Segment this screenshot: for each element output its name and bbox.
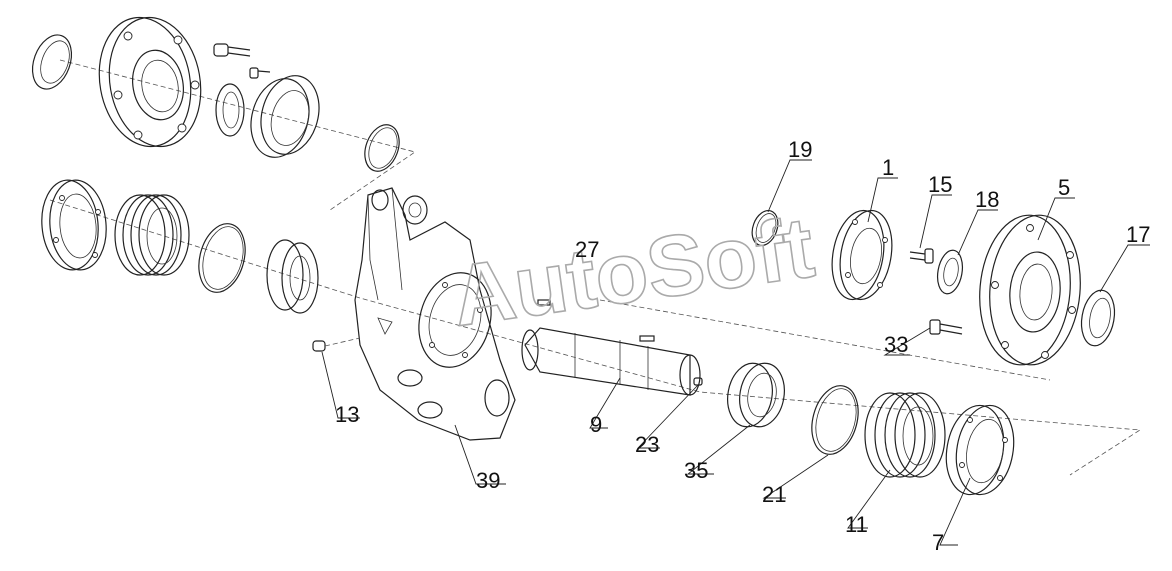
- part-brake-disc-left: [41, 179, 107, 271]
- callout-27: 27: [575, 237, 599, 262]
- callout-9: 9: [590, 412, 602, 437]
- part-friction-pack-left: [114, 194, 190, 276]
- callout-1: 1: [882, 155, 894, 180]
- part-friction-pack-11: [864, 392, 946, 478]
- part-o-ring-top: [364, 124, 400, 172]
- part-o-ring-left: [198, 223, 246, 293]
- callout-17: 17: [1126, 222, 1150, 247]
- callout-7: 7: [932, 530, 944, 555]
- part-lock-washer-top: [215, 83, 245, 137]
- part-seal-35: [727, 362, 785, 428]
- callout-5: 5: [1058, 175, 1070, 200]
- part-lock-washer-18: [936, 249, 964, 295]
- part-cover-1: [831, 209, 893, 301]
- watermark: AutoSoft: [447, 199, 820, 345]
- callout-35: 35: [684, 458, 708, 483]
- part-bolt-15: [909, 248, 934, 264]
- callout-11: 11: [845, 512, 868, 537]
- part-bolt-33: [929, 319, 963, 335]
- callout-13: 13: [335, 402, 359, 427]
- part-oil-seal-top-left: [31, 34, 73, 90]
- part-bearing-cup-top: [250, 75, 320, 158]
- part-seal-17: [1080, 289, 1116, 347]
- callout-labels: 1 5 7 9 11 13 15 17 18 19 21 23 27 33 35…: [335, 137, 1150, 555]
- part-hub-flange-top: [98, 16, 202, 148]
- part-brake-disc-7: [945, 404, 1015, 496]
- part-o-ring-21: [811, 385, 859, 455]
- callout-33: 33: [884, 332, 908, 357]
- part-shaft-9: [521, 299, 701, 396]
- part-flange-5: [979, 214, 1081, 366]
- callout-18: 18: [975, 187, 999, 212]
- callout-15: 15: [928, 172, 952, 197]
- callout-leaders: [321, 159, 1150, 546]
- part-plug-13: [312, 337, 361, 352]
- part-housing-39: [354, 187, 516, 441]
- callout-39: 39: [476, 468, 500, 493]
- callout-23: 23: [635, 432, 659, 457]
- part-bolts-top: [213, 43, 271, 79]
- part-snap-ring-19: [751, 209, 779, 247]
- part-bearing-left: [266, 239, 319, 314]
- callout-19: 19: [788, 137, 812, 162]
- part-screw-23: [693, 377, 703, 386]
- callout-21: 21: [762, 482, 786, 507]
